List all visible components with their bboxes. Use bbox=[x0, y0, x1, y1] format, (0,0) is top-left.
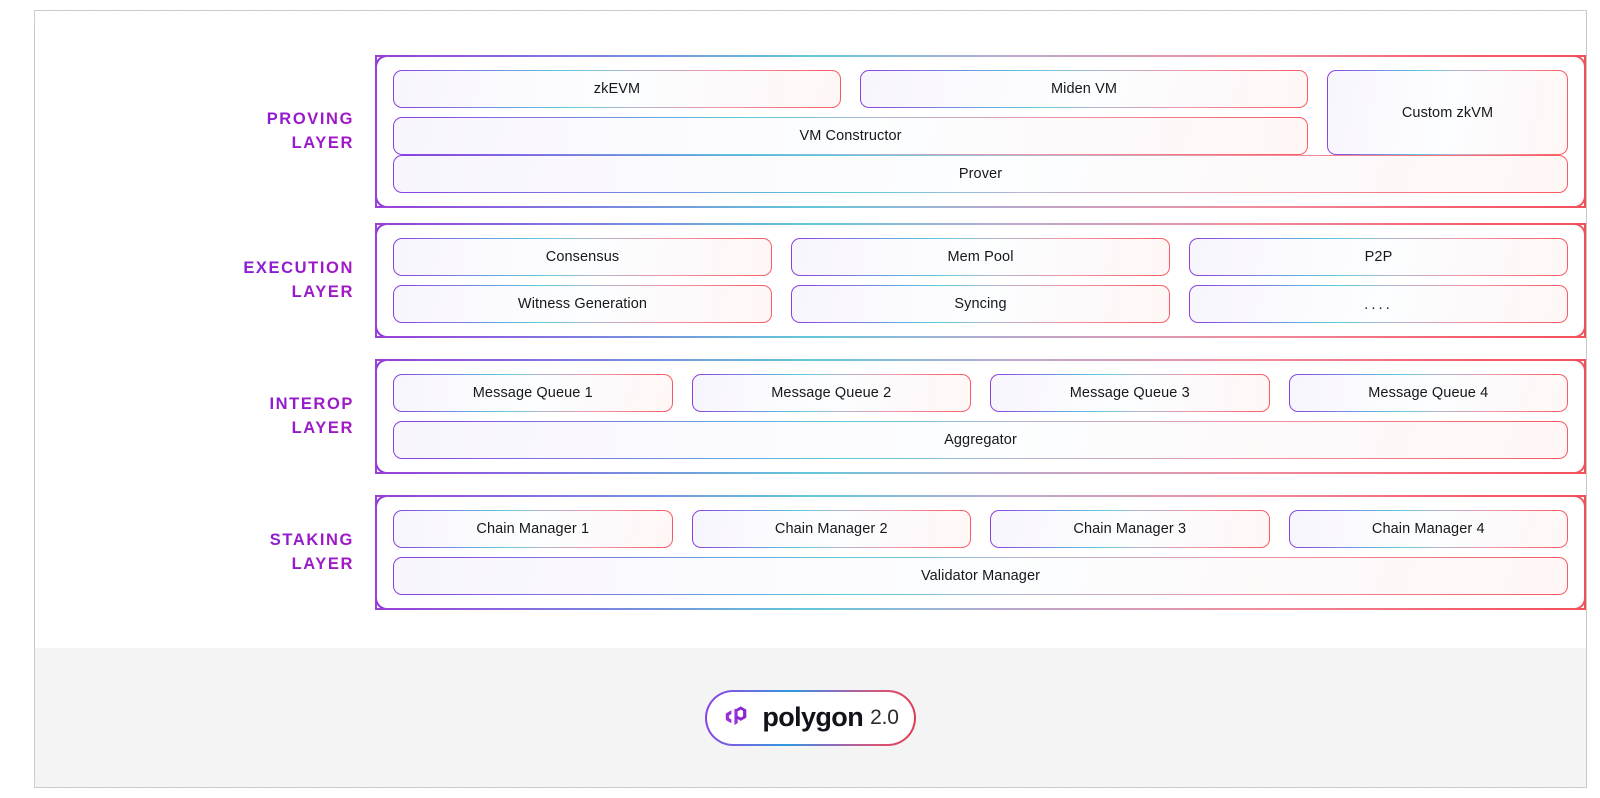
staking-row-2: Validator Manager bbox=[393, 557, 1568, 595]
cell-validator-manager[interactable]: Validator Manager bbox=[393, 557, 1568, 595]
cell-message-queue-2[interactable]: Message Queue 2 bbox=[692, 374, 972, 412]
frame-top-rule bbox=[34, 10, 1587, 11]
architecture-stack: PROVING LAYER zkEVM Miden VM VM Construc… bbox=[35, 11, 1586, 648]
layer-group-execution: Consensus Mem Pool P2P Witness Generatio… bbox=[375, 223, 1586, 338]
proving-grid: zkEVM Miden VM VM Constructor Custom zkV… bbox=[393, 70, 1568, 155]
layer-proving: PROVING LAYER zkEVM Miden VM VM Construc… bbox=[35, 55, 1586, 208]
cell-aggregator[interactable]: Aggregator bbox=[393, 421, 1568, 459]
cell-p2p[interactable]: P2P bbox=[1189, 238, 1568, 276]
cell-custom-zkvm[interactable]: Custom zkVM bbox=[1327, 70, 1568, 155]
layer-interop: INTEROP LAYER Message Queue 1 Message Qu… bbox=[35, 359, 1586, 474]
ruler-tick bbox=[34, 10, 35, 25]
cell-chain-manager-3[interactable]: Chain Manager 3 bbox=[990, 510, 1270, 548]
execution-row-1: Consensus Mem Pool P2P bbox=[393, 238, 1568, 276]
cell-miden-vm[interactable]: Miden VM bbox=[860, 70, 1308, 108]
polygon-logo-pill[interactable]: polygon 2.0 bbox=[705, 690, 916, 746]
polygon-logo-version: 2.0 bbox=[870, 705, 899, 729]
layer-label-staking: STAKING LAYER bbox=[35, 529, 375, 576]
staking-row-1: Chain Manager 1 Chain Manager 2 Chain Ma… bbox=[393, 510, 1568, 548]
layer-group-proving: zkEVM Miden VM VM Constructor Custom zkV… bbox=[375, 55, 1586, 208]
cell-vm-constructor[interactable]: VM Constructor bbox=[393, 117, 1308, 155]
cell-chain-manager-4[interactable]: Chain Manager 4 bbox=[1289, 510, 1569, 548]
cell-mem-pool[interactable]: Mem Pool bbox=[791, 238, 1170, 276]
frame-left-rule bbox=[34, 10, 35, 788]
cell-consensus[interactable]: Consensus bbox=[393, 238, 772, 276]
cell-more-ellipsis[interactable]: .... bbox=[1189, 285, 1568, 323]
interop-row-2: Aggregator bbox=[393, 421, 1568, 459]
cell-chain-manager-2[interactable]: Chain Manager 2 bbox=[692, 510, 972, 548]
layer-label-proving: PROVING LAYER bbox=[35, 108, 375, 155]
layer-label-interop: INTEROP LAYER bbox=[35, 393, 375, 440]
polygon-logo-wordmark: polygon bbox=[762, 702, 864, 732]
ruler-tick bbox=[34, 773, 35, 788]
proving-row-3: Prover bbox=[393, 155, 1568, 193]
proving-row-2: VM Constructor bbox=[393, 117, 1308, 155]
polygon-logo-icon bbox=[726, 706, 747, 726]
frame-right-rule bbox=[1586, 10, 1587, 788]
layer-group-staking: Chain Manager 1 Chain Manager 2 Chain Ma… bbox=[375, 495, 1586, 610]
cell-message-queue-1[interactable]: Message Queue 1 bbox=[393, 374, 673, 412]
layer-label-execution: EXECUTION LAYER bbox=[35, 257, 375, 304]
cell-message-queue-3[interactable]: Message Queue 3 bbox=[990, 374, 1270, 412]
cell-prover[interactable]: Prover bbox=[393, 155, 1568, 193]
diagram-canvas: PROVING LAYER zkEVM Miden VM VM Construc… bbox=[35, 11, 1586, 787]
layer-staking: STAKING LAYER Chain Manager 1 Chain Mana… bbox=[35, 495, 1586, 610]
execution-row-2: Witness Generation Syncing .... bbox=[393, 285, 1568, 323]
cell-message-queue-4[interactable]: Message Queue 4 bbox=[1289, 374, 1569, 412]
cell-zkevm[interactable]: zkEVM bbox=[393, 70, 841, 108]
cell-chain-manager-1[interactable]: Chain Manager 1 bbox=[393, 510, 673, 548]
interop-row-1: Message Queue 1 Message Queue 2 Message … bbox=[393, 374, 1568, 412]
cell-witness-generation[interactable]: Witness Generation bbox=[393, 285, 772, 323]
proving-left-column: zkEVM Miden VM VM Constructor bbox=[393, 70, 1308, 155]
frame-bottom-rule bbox=[34, 787, 1587, 788]
layer-execution: EXECUTION LAYER Consensus Mem Pool P2P W… bbox=[35, 223, 1586, 338]
proving-right-column: Custom zkVM bbox=[1327, 70, 1568, 155]
cell-syncing[interactable]: Syncing bbox=[791, 285, 1170, 323]
footer-bar: polygon 2.0 bbox=[35, 648, 1586, 787]
layer-group-interop: Message Queue 1 Message Queue 2 Message … bbox=[375, 359, 1586, 474]
proving-row-1: zkEVM Miden VM bbox=[393, 70, 1308, 108]
